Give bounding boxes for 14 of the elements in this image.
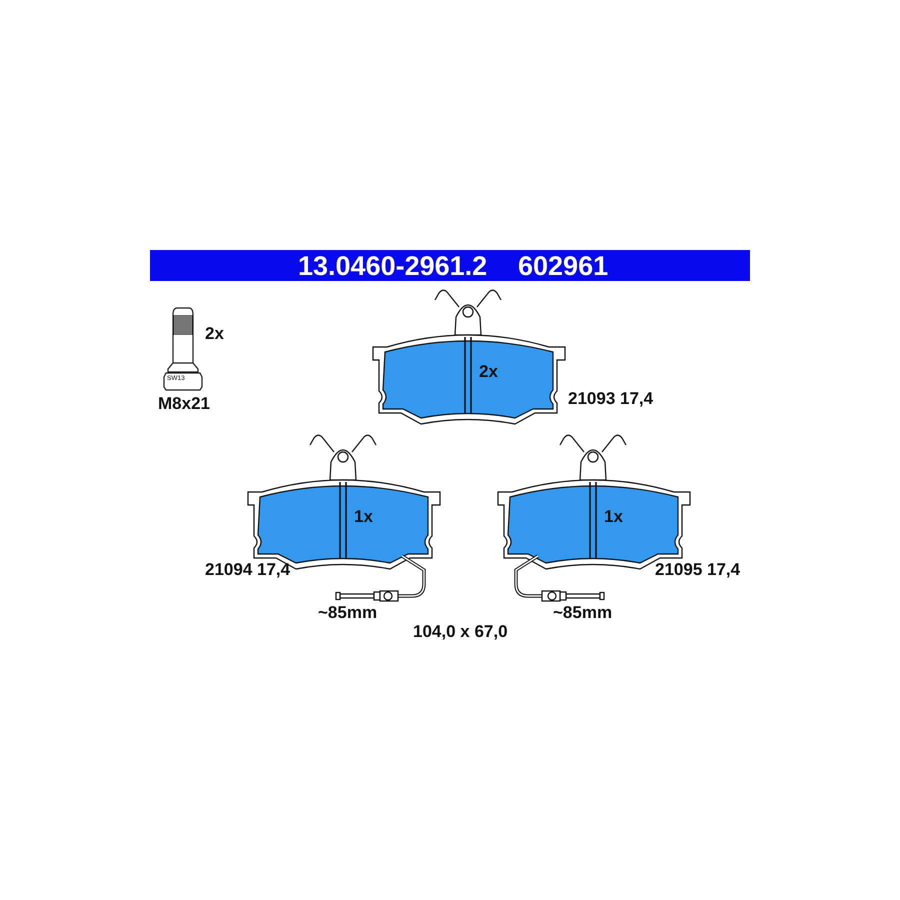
quantity-label: 1x <box>604 507 623 527</box>
part-code: 21093 17,4 <box>568 389 654 409</box>
quantity-label: 1x <box>354 507 373 527</box>
wire-length-label: ~85mm <box>318 603 378 623</box>
part-number: 602961 <box>518 251 608 282</box>
header-band <box>150 250 750 281</box>
wire-length-label: ~85mm <box>553 603 612 623</box>
thread-size-label: M8x21 <box>158 394 210 414</box>
part-number: 13.0460-2961.2 <box>298 251 488 282</box>
quantity-label: 2x <box>205 324 224 344</box>
part-code: 21095 17,4 <box>655 560 740 580</box>
dimension-label: 104,0 x 67,0 <box>413 622 508 642</box>
quantity-label: 2x <box>479 362 498 382</box>
part-code: 21094 17,4 <box>205 560 290 580</box>
